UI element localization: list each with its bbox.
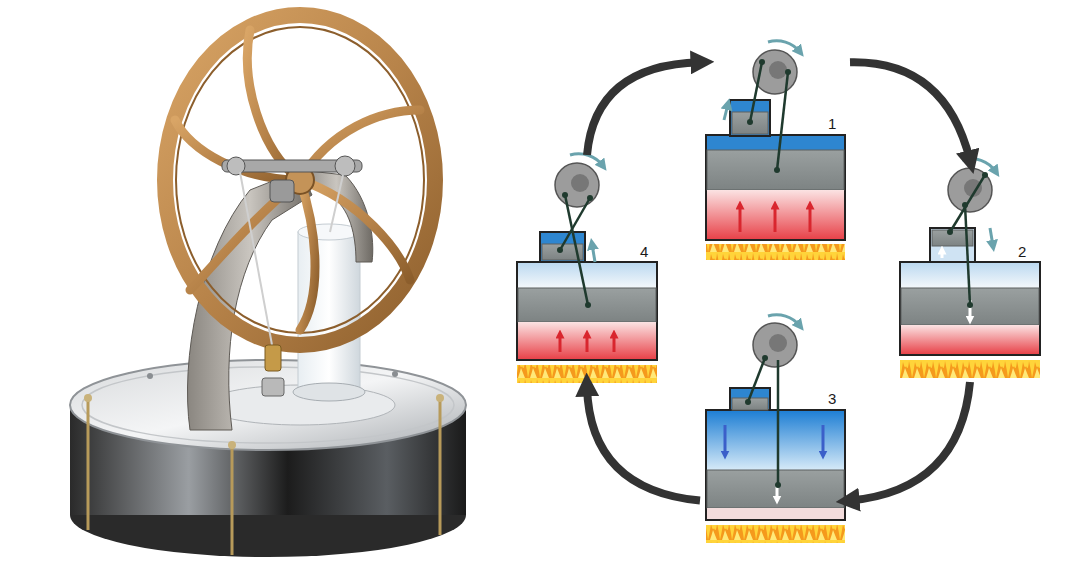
cycle-stage: 1 <box>700 40 850 262</box>
cycle-arrow <box>587 62 700 155</box>
cycle-stage: 2 <box>895 160 1045 382</box>
stage-2-illustration <box>900 159 1040 378</box>
stage-4-illustration <box>517 154 657 383</box>
cycle-stage: 3 <box>700 315 850 547</box>
cycle-arrow <box>850 62 970 160</box>
callout-number: 2 <box>1018 243 1026 260</box>
callout-number: 4 <box>640 243 648 260</box>
callout-number: 1 <box>828 115 836 132</box>
callout-number: 3 <box>828 390 836 407</box>
stage-1-illustration <box>706 41 845 260</box>
cycle-arrow <box>587 387 700 501</box>
stage-3-illustration <box>706 315 845 543</box>
cycle-stage: 4 <box>512 155 662 387</box>
cycle-arrow <box>850 382 970 501</box>
engine-illustration <box>70 15 466 557</box>
